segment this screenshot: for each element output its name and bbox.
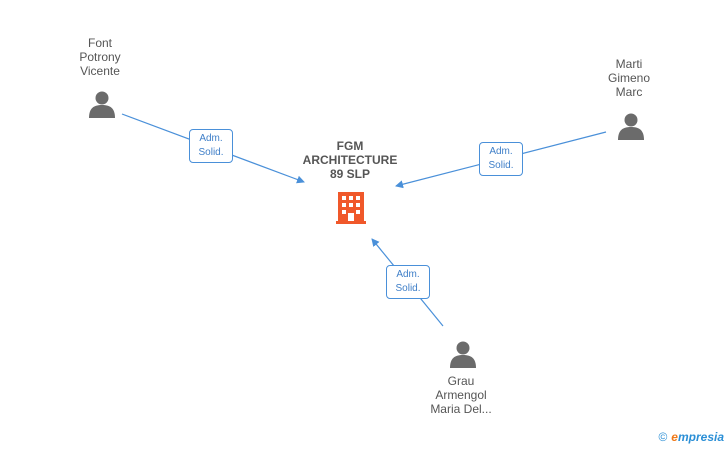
person-name-line: Marc: [615, 85, 643, 99]
edge-label-line: Solid.: [395, 283, 421, 294]
person-name-line: Font: [87, 36, 112, 50]
edge-label-grau[interactable]: Adm. Solid.: [386, 265, 430, 299]
company-name[interactable]: FGM ARCHITECTURE 89 SLP: [296, 139, 404, 181]
copyright-icon: ©: [658, 430, 668, 444]
person-label-marti[interactable]: Marti Gimeno Marc: [589, 57, 669, 99]
edge-label-line: Solid.: [198, 147, 224, 158]
company-name-line: ARCHITECTURE: [302, 153, 398, 167]
person-name-line: Armengol: [435, 388, 487, 402]
person-icon[interactable]: [618, 113, 644, 141]
edge-label-line: Adm.: [489, 146, 513, 157]
person-name-line: Marti: [615, 57, 643, 71]
edge-label-line: Adm.: [199, 133, 223, 144]
person-name-line: Gimeno: [607, 71, 651, 85]
company-name-line: FGM: [336, 139, 364, 153]
person-icon[interactable]: [450, 341, 476, 369]
person-name-line: Maria Del...: [430, 402, 492, 416]
building-icon[interactable]: [336, 192, 366, 224]
person-name-line: Vicente: [80, 64, 120, 78]
edge-label-font[interactable]: Adm. Solid.: [189, 129, 233, 163]
company-name-line: 89 SLP: [329, 167, 371, 181]
edge-label-marti[interactable]: Adm. Solid.: [479, 142, 523, 176]
brand-name: mpresia: [677, 430, 724, 444]
person-label-font[interactable]: Font Potrony Vicente: [60, 36, 140, 78]
person-icon[interactable]: [89, 91, 115, 119]
person-label-grau[interactable]: Grau Armengol Maria Del...: [416, 374, 506, 416]
brand-logo[interactable]: ©empresia: [658, 430, 724, 444]
edge-label-line: Adm.: [396, 269, 420, 280]
brand-initial: e: [671, 430, 678, 444]
person-name-line: Grau: [447, 374, 475, 388]
person-name-line: Potrony: [79, 50, 121, 64]
edge-label-line: Solid.: [488, 160, 514, 171]
